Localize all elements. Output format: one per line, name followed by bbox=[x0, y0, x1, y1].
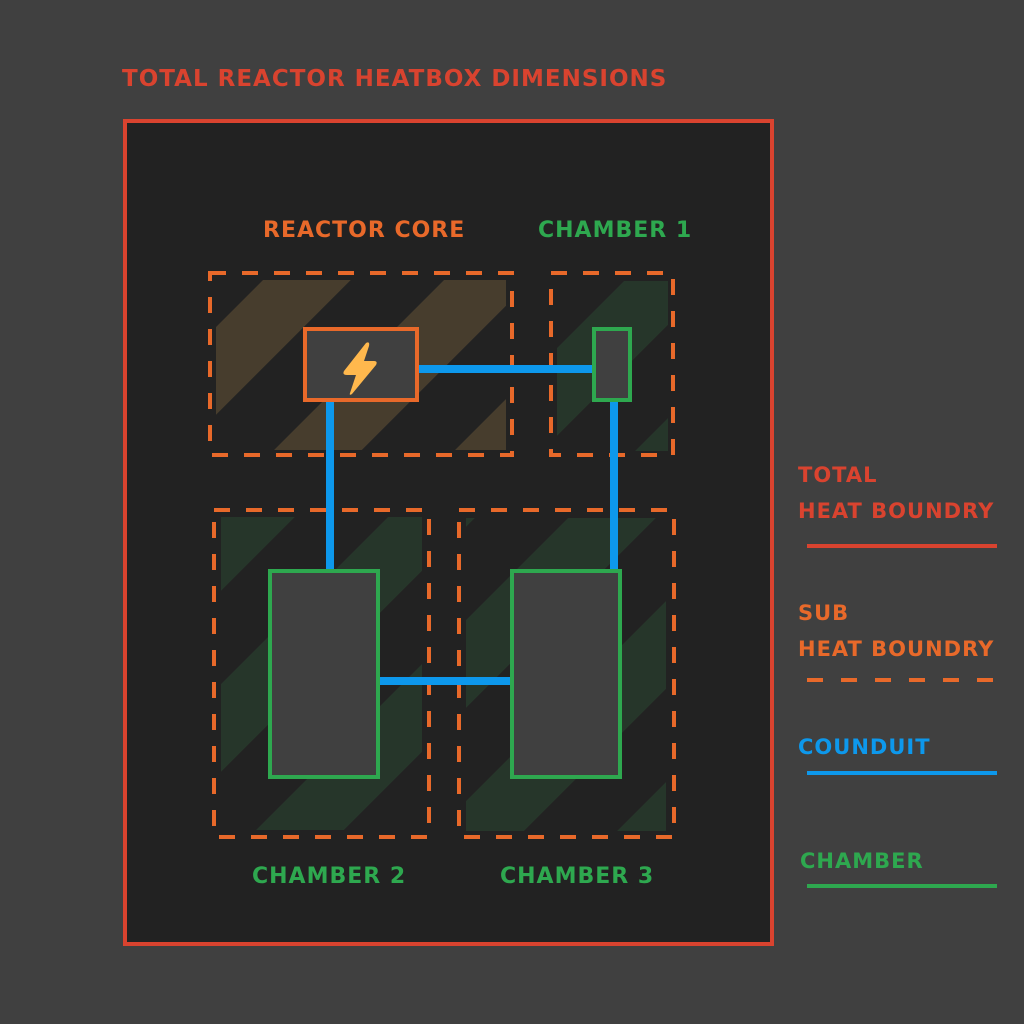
lightning-bolt-icon bbox=[343, 342, 377, 395]
chamber-2-label: CHAMBER 2 bbox=[252, 864, 407, 889]
legend-total-label-line2: HEAT BOUNDRY bbox=[798, 499, 995, 523]
legend-sub-label-line1: SUB bbox=[798, 601, 850, 625]
legend-sub-label-line2: HEAT BOUNDRY bbox=[798, 637, 995, 661]
diagram-title: TOTAL REACTOR HEATBOX DIMENSIONS bbox=[122, 66, 668, 92]
chamber-1-box[interactable] bbox=[592, 327, 632, 402]
reactor-core-label: REACTOR CORE bbox=[263, 218, 466, 243]
chamber-3-sub-boundary bbox=[457, 508, 676, 839]
chamber-3-box[interactable] bbox=[510, 569, 622, 779]
legend-chamber-label: CHAMBER bbox=[800, 849, 924, 873]
legend-total-label-line1: TOTAL bbox=[798, 463, 878, 487]
chamber-3-label: CHAMBER 3 bbox=[500, 864, 655, 889]
reactor-core-sub-boundary bbox=[208, 271, 514, 457]
legend-conduit-label: COUNDUIT bbox=[798, 735, 931, 759]
chamber-2-box[interactable] bbox=[268, 569, 380, 779]
chamber-2-sub-boundary bbox=[212, 508, 431, 839]
chamber-1-label: CHAMBER 1 bbox=[538, 218, 693, 243]
